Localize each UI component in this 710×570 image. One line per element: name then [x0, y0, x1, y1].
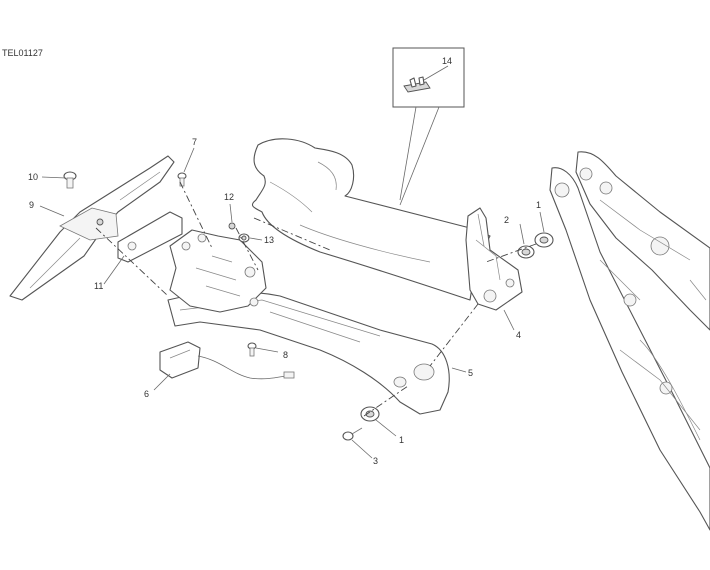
- callout-4: 4: [516, 330, 522, 340]
- mounting-plate: [169, 229, 267, 313]
- part-8-screw: [247, 342, 257, 357]
- callout-9: 9: [29, 200, 35, 210]
- tail-support-beam: [251, 138, 491, 301]
- callout-6: 6: [144, 389, 150, 399]
- part-13-washer: [238, 233, 250, 243]
- drawing-code: TEL01127: [2, 48, 43, 58]
- part-7-screw: [177, 172, 187, 187]
- callout-7: 7: [192, 137, 198, 147]
- part-1-bush-upper: [534, 232, 554, 248]
- part-6-plate-light: [159, 341, 295, 380]
- leader-lines: [39, 65, 545, 459]
- callout-3: 3: [373, 456, 379, 466]
- callout-1-lower: 1: [399, 435, 405, 445]
- callout-8: 8: [283, 350, 289, 360]
- assembly-axes: [95, 181, 537, 417]
- callout-5: 5: [468, 368, 474, 378]
- rear-subframe: [549, 151, 710, 531]
- callout-14: 14: [442, 56, 453, 66]
- callout-11: 11: [94, 281, 104, 291]
- part-3-screw: [342, 427, 363, 441]
- part-1-bush-lower: [360, 406, 380, 422]
- part-14-clip: [403, 76, 431, 93]
- part-12-nut: [228, 222, 236, 230]
- callout-12: 12: [224, 192, 235, 202]
- detail-box-14: [392, 47, 465, 206]
- part-4-bracket: [465, 207, 523, 311]
- part-10-screw: [63, 171, 77, 189]
- callout-2: 2: [504, 215, 510, 225]
- part-11-rubber-pad: [117, 211, 183, 263]
- callout-13: 13: [264, 235, 275, 245]
- part-2-spacer: [517, 245, 535, 259]
- callout-10: 10: [28, 172, 39, 182]
- callout-1-upper: 1: [536, 200, 542, 210]
- part-9-plate-support: [9, 155, 175, 301]
